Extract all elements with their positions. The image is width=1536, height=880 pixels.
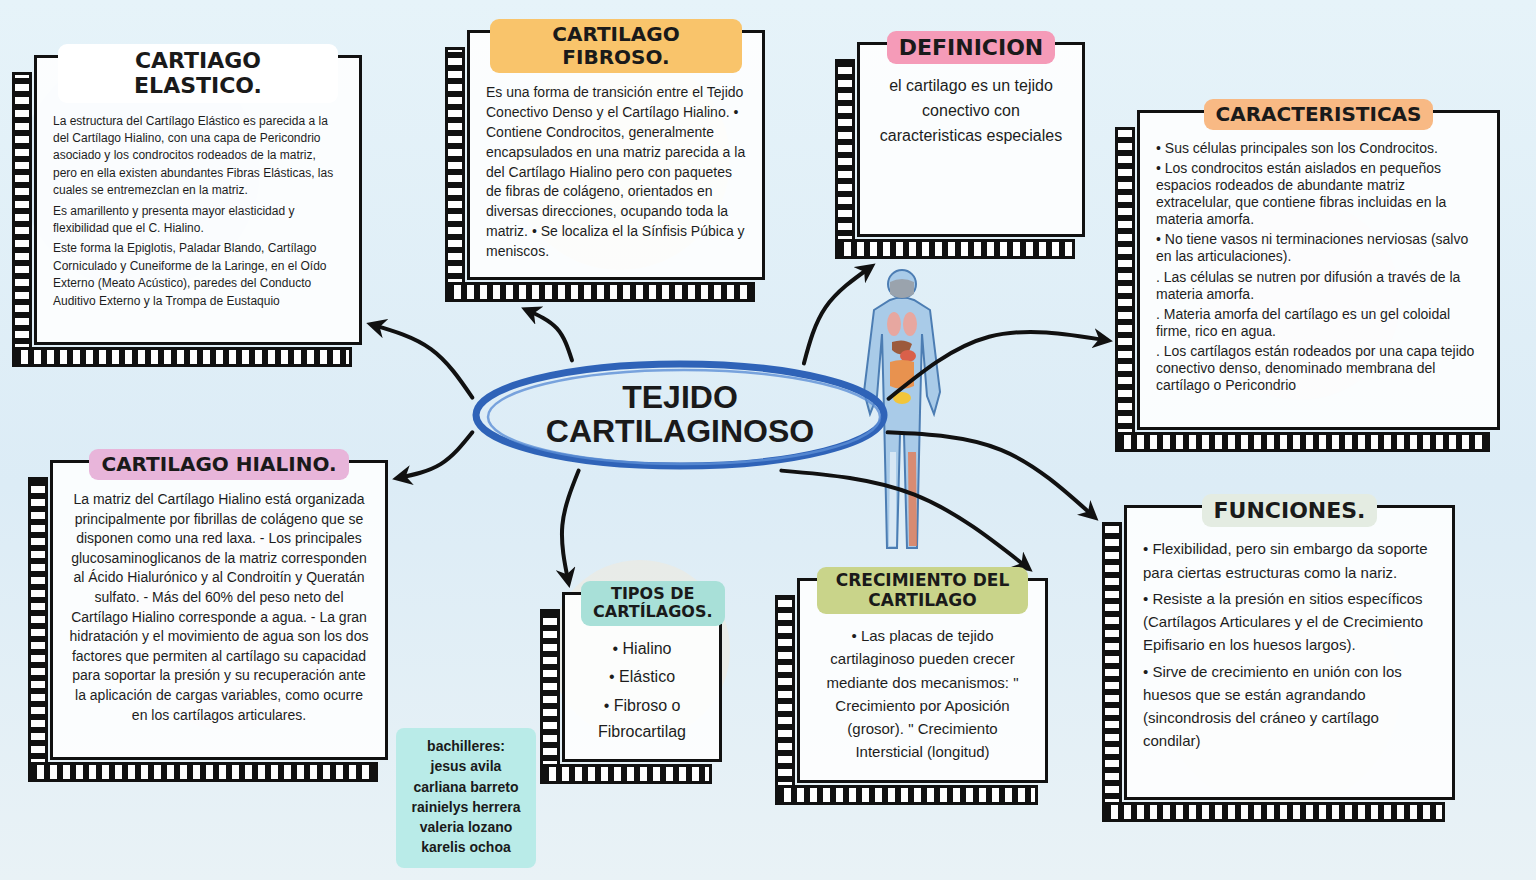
intestines — [890, 360, 914, 389]
box-text: Es amarillento y presenta mayor elastici… — [53, 203, 343, 238]
box-heading: FUNCIONES. — [1202, 494, 1378, 527]
ellipse-outline — [488, 370, 880, 464]
box-text: el cartilago es un tejido conectivo con … — [876, 74, 1066, 148]
box-text: • Elástico — [581, 664, 703, 690]
box-heading: DEFINICION — [887, 31, 1056, 64]
info-box: TIPOS DE CARTÍLAGOS.• Hialino• Elástico•… — [562, 592, 722, 762]
box-heading: CARACTERISTICAS — [1204, 99, 1434, 130]
box-text: . Materia amorfa del cartílago es un gel… — [1156, 306, 1481, 340]
central-ellipse: TEJIDO CARTILAGINOSO — [470, 358, 890, 472]
info-box: CARTILAGO FIBROSO.Es una forma de transi… — [467, 30, 765, 280]
face-mask — [890, 279, 914, 298]
box-text: La estructura del Cartílago Elástico es … — [53, 113, 343, 200]
box-heading: CARTILAGO HIALINO. — [89, 449, 348, 480]
arrow-connector — [372, 325, 472, 398]
lung — [903, 312, 917, 336]
box-text: • Fibroso o Fibrocartilag — [581, 693, 703, 744]
arrow-connector — [888, 432, 1094, 516]
arrow-connector — [398, 432, 472, 478]
box-text: • Los condrocitos están aislados en pequ… — [1156, 160, 1481, 228]
box-text: Es una forma de transición entre el Teji… — [486, 83, 746, 262]
body-silhouette — [864, 298, 940, 549]
box-text: . Las células se nutren por difusión a t… — [1156, 269, 1481, 303]
box-text: • Resiste a la presión en sitios específ… — [1143, 587, 1436, 657]
info-box: CARTILAGO HIALINO.La matriz del Cartílag… — [50, 460, 388, 760]
author-name: rainielys herrera — [398, 797, 534, 817]
info-box: CRECIMIENTO DEL CARTILAGO• Las placas de… — [797, 578, 1048, 783]
box-text: • Sirve de crecimiento en unión con los … — [1143, 660, 1436, 753]
box-text: • No tiene vasos ni terminaciones nervio… — [1156, 231, 1481, 265]
leg-bone — [889, 452, 896, 546]
info-box: CARACTERISTICAS• Sus células principales… — [1137, 110, 1500, 430]
box-heading: CRECIMIENTO DEL CARTILAGO — [817, 567, 1028, 614]
box-text: • Sus células principales son los Condro… — [1156, 140, 1481, 157]
author-name: valeria lozano — [398, 817, 534, 837]
ellipse-outline — [476, 364, 884, 466]
box-heading: TIPOS DE CARTÍLAGOS. — [581, 581, 725, 626]
info-box: CARTIAGO ELASTICO.La estructura del Cart… — [34, 55, 362, 345]
box-heading: CARTILAGO FIBROSO. — [490, 19, 743, 73]
author-name: jesus avila — [398, 756, 534, 776]
box-heading: CARTIAGO ELASTICO. — [58, 44, 337, 103]
leg-muscle — [908, 452, 917, 546]
box-text: Este forma la Epiglotis, Paladar Blando,… — [53, 240, 343, 310]
arrow-connector — [804, 267, 871, 363]
box-text: . Los cartílagos están rodeados por una … — [1156, 343, 1481, 394]
box-text: • Hialino — [581, 636, 703, 662]
box-text: • Las placas de tejido cartilaginoso pue… — [816, 624, 1029, 764]
box-text: • Flexibilidad, pero sin embargo da sopo… — [1143, 537, 1436, 584]
info-box: DEFINICIONel cartilago es un tejido cone… — [857, 42, 1085, 237]
box-text: La matriz del Cartílago Hialino está org… — [69, 490, 369, 725]
arrow-connector — [781, 471, 1028, 568]
credits-heading: bachilleres: — [398, 736, 534, 756]
author-name: carliana barreto — [398, 777, 534, 797]
lung — [887, 312, 901, 336]
central-title: TEJIDO CARTILAGINOSO — [546, 381, 814, 448]
author-name: karelis ochoa — [398, 837, 534, 857]
arrow-connector — [527, 310, 572, 360]
info-box: FUNCIONES.• Flexibilidad, pero sin embar… — [1124, 505, 1455, 800]
credits-box: bachilleres:jesus avilacarliana barretor… — [396, 728, 536, 868]
arrow-connector — [562, 471, 579, 582]
head — [888, 270, 916, 298]
arrow-connector — [889, 332, 1107, 399]
